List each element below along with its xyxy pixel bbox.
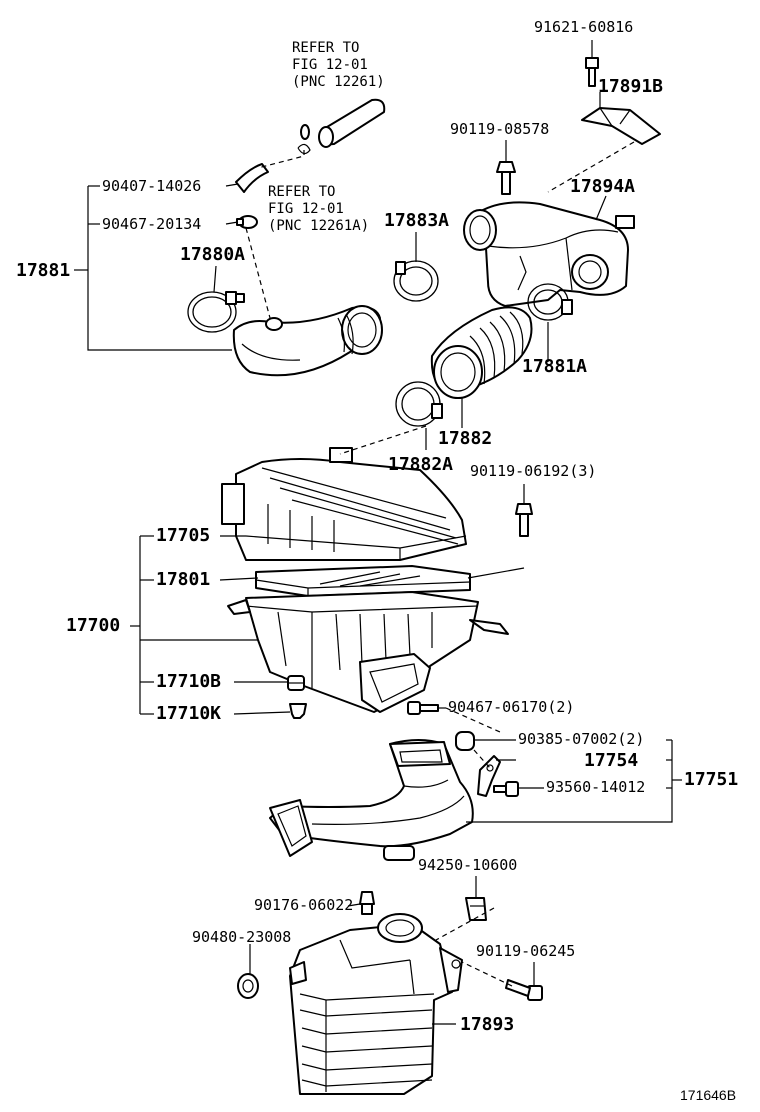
label-91621-60816[interactable]: 91621-60816: [534, 18, 634, 36]
label-17891B[interactable]: 17891B: [598, 76, 664, 97]
clip-90176: [359, 891, 375, 915]
cleaner-cap-17705: [221, 447, 467, 561]
label-17754[interactable]: 17754: [584, 750, 639, 771]
bolt-90119-06245: [505, 979, 543, 1001]
label-90480-23008[interactable]: 90480-23008: [192, 928, 292, 946]
clamp-17880A: [187, 291, 245, 333]
label-17894A[interactable]: 17894A: [570, 176, 636, 197]
label-90467-06170[interactable]: 90467-06170(2): [448, 698, 575, 716]
leader-lines: [74, 40, 682, 1025]
label-17881A[interactable]: 17881A: [522, 356, 588, 377]
label-90176-06022[interactable]: 90176-06022: [254, 896, 354, 914]
label-17801[interactable]: 17801: [156, 569, 211, 590]
label-17710K[interactable]: 17710K: [156, 703, 222, 724]
grommet-17710B: [287, 675, 305, 691]
hose-90407: [235, 163, 269, 193]
label-90467-20134[interactable]: 90467-20134: [102, 215, 202, 233]
air-inlet-17894A: [463, 201, 635, 307]
refer-note-12261A: REFER TO FIG 12-01 (PNC 12261A): [268, 184, 369, 235]
label-90119-06245[interactable]: 90119-06245: [476, 942, 576, 960]
clamp-17881A: [527, 283, 573, 321]
label-17880A[interactable]: 17880A: [180, 244, 246, 265]
clamp-90467-20134: [236, 215, 258, 229]
bellows-hose-17882: [430, 306, 533, 399]
label-93560-14012[interactable]: 93560-14012: [546, 778, 646, 796]
refer-note-line: (PNC 12261A): [268, 218, 370, 234]
bolt-90467-06170: [407, 701, 439, 715]
label-90119-08578[interactable]: 90119-08578: [450, 120, 550, 138]
label-94250-10600[interactable]: 94250-10600: [418, 856, 518, 874]
refer-note-line: FIG 12-01: [292, 57, 368, 73]
inlet-duct-17751: [269, 739, 474, 861]
bolt-91621-60816: [585, 57, 599, 87]
bracket-17754: [477, 755, 501, 797]
label-17893[interactable]: 17893: [460, 1014, 515, 1035]
assembly-lines: [245, 141, 635, 987]
bracket-17891B: [581, 107, 661, 145]
label-17710B[interactable]: 17710B: [156, 671, 222, 692]
collar-90385: [455, 731, 475, 751]
refer-note-line: REFER TO: [292, 40, 360, 56]
refer-note-line: (PNC 12261): [292, 74, 385, 90]
label-17883A[interactable]: 17883A: [384, 210, 450, 231]
refer-note-12261: REFER TO FIG 12-01 (PNC 12261): [292, 40, 385, 91]
bolt-90119-06192: [515, 503, 533, 537]
refer-note-line: REFER TO: [268, 184, 336, 200]
clip-94250: [465, 897, 487, 921]
resonator-17893: [289, 913, 463, 1095]
label-17882A[interactable]: 17882A: [388, 454, 454, 475]
bolt-93560-14012: [493, 781, 519, 797]
intake-hose-17881: [232, 305, 383, 377]
label-17700[interactable]: 17700: [66, 615, 121, 636]
grommet-90480: [237, 973, 259, 999]
label-90119-06192[interactable]: 90119-06192(3): [470, 462, 597, 480]
figure-id: 171646B: [680, 1087, 737, 1103]
refer-note-line: FIG 12-01: [268, 201, 344, 217]
label-17705[interactable]: 17705: [156, 525, 211, 546]
label-90407-14026[interactable]: 90407-14026: [102, 177, 202, 195]
clamp-17883A: [393, 260, 439, 302]
label-90385-07002[interactable]: 90385-07002(2): [518, 730, 645, 748]
label-17881[interactable]: 17881: [16, 260, 71, 281]
hose-ref-12261: [297, 98, 386, 155]
label-17882[interactable]: 17882: [438, 428, 493, 449]
bolt-90119-08578: [496, 161, 516, 195]
grommet-17710K: [289, 703, 307, 719]
air-filter-17801: [255, 565, 471, 597]
label-17751[interactable]: 17751: [684, 769, 739, 790]
clamp-17882A: [395, 381, 443, 427]
cleaner-case: [227, 591, 509, 713]
